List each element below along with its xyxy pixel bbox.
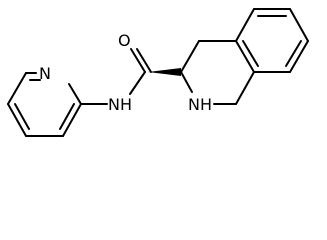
bond-co-2 xyxy=(136,48,152,73)
amide-nh-label: NH xyxy=(108,95,132,114)
bond-bz-4 xyxy=(289,40,309,73)
tetrahydro-ring xyxy=(180,40,255,105)
pyridine-n-label: N xyxy=(39,64,51,83)
bond-co-1 xyxy=(130,48,146,73)
amide-linker xyxy=(80,48,152,105)
ring-nh-label: NH xyxy=(188,95,212,114)
bond-py-4 xyxy=(62,103,82,137)
bond-bz-6 xyxy=(235,40,255,73)
stereo-wedge-bond xyxy=(148,68,181,76)
bond-bz-3 xyxy=(289,8,309,42)
bond-c3-c4 xyxy=(180,40,200,73)
bond-bz-6-inner xyxy=(242,40,259,67)
carbonyl-o-label: O xyxy=(118,31,131,50)
bond-py-2 xyxy=(7,103,27,137)
bond-py-4-inner xyxy=(59,103,75,130)
bond-bz-1 xyxy=(235,8,255,42)
benzene-ring xyxy=(235,8,309,73)
pyridine-ring xyxy=(7,72,82,137)
molecule-diagram: N O NH NH xyxy=(7,8,309,137)
bond-c1-c8a xyxy=(235,71,255,105)
bond-nh-c xyxy=(129,71,146,95)
bond-c3-n2 xyxy=(180,71,193,93)
bond-py-2-inner xyxy=(14,103,30,130)
bond-bz-4-inner xyxy=(285,40,302,67)
bond-py-1 xyxy=(7,72,27,105)
bond-py-5 xyxy=(68,83,82,105)
